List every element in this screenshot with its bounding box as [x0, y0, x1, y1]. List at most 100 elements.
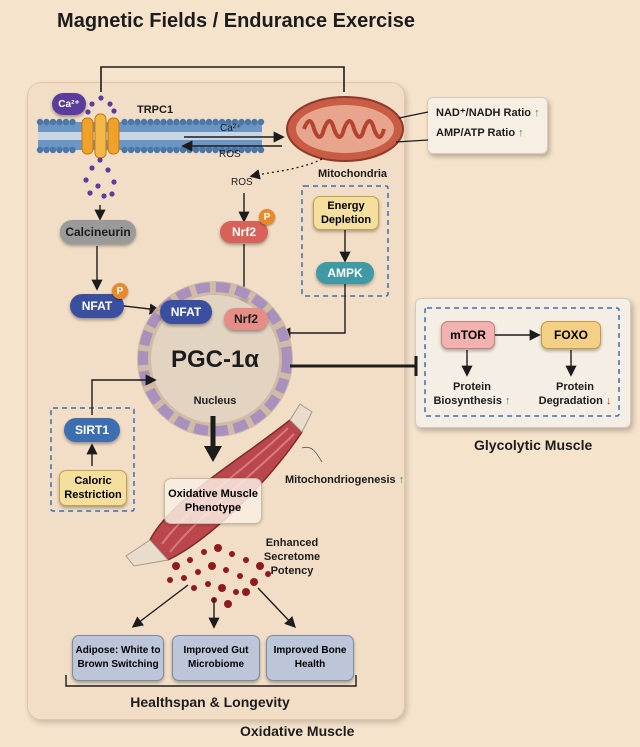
- membrane-head: [127, 146, 135, 154]
- membrane-head: [238, 118, 245, 126]
- membrane-head: [257, 118, 265, 126]
- secretome-dot: [195, 569, 201, 575]
- nfat-phospho-badge: P: [112, 283, 128, 299]
- nrf2-pill: Nrf2: [220, 221, 268, 243]
- calcium-dot: [87, 190, 93, 196]
- secretome-dot: [181, 575, 187, 581]
- membrane-head: [121, 146, 128, 154]
- calcium-dot: [97, 157, 103, 163]
- membrane-head: [218, 118, 226, 126]
- amp-up-arrow-icon: ↑: [518, 127, 524, 139]
- mtor-box: mTOR: [441, 321, 495, 349]
- nad-ratio-text: NAD⁺/NADH Ratio: [436, 107, 532, 119]
- membrane-head: [212, 118, 219, 126]
- membrane-head: [43, 146, 50, 154]
- secretome-dot: [243, 557, 249, 563]
- nad-ratio: NAD⁺/NADH Ratio ↑: [436, 106, 540, 119]
- secretome-dot: [187, 557, 193, 563]
- membrane-head: [225, 118, 232, 126]
- membrane-head: [179, 146, 187, 154]
- secretome-dot: [242, 588, 250, 596]
- calcium-dot: [95, 183, 101, 189]
- membrane-head: [186, 118, 193, 126]
- membrane-head: [199, 146, 206, 154]
- calcium-dot: [105, 167, 111, 173]
- diagram-title: Magnetic Fields / Endurance Exercise: [57, 10, 415, 32]
- membrane-head: [192, 146, 200, 154]
- energy-depletion-box: Energy Depletion: [313, 196, 379, 230]
- membrane-head: [153, 118, 161, 126]
- calcium-dot: [89, 101, 95, 107]
- membrane-head: [238, 146, 245, 154]
- protein-biosynthesis: Protein Biosynthesis ↑: [426, 380, 518, 408]
- ca-signal-label: Ca²⁺: [220, 123, 242, 134]
- membrane-head: [62, 118, 70, 126]
- membrane-head: [257, 146, 265, 154]
- membrane-head: [179, 118, 187, 126]
- title-bracket: [100, 66, 345, 92]
- membrane-head: [166, 146, 174, 154]
- footer-label: Oxidative Muscle: [240, 723, 355, 739]
- secretome-dot: [214, 544, 222, 552]
- calcineurin-pill: Calcineurin: [60, 220, 136, 244]
- calcium-ion-badge: Ca²⁺: [52, 93, 86, 115]
- membrane-head: [127, 118, 135, 126]
- calcium-dot: [111, 179, 117, 185]
- secretome-label: Enhanced Secretome Potency: [263, 537, 321, 577]
- degradation-down-arrow-icon: ↓: [605, 395, 612, 407]
- foxo-box: FOXO: [541, 321, 601, 349]
- membrane-head: [244, 146, 252, 154]
- sirt1-pill: SIRT1: [64, 418, 120, 442]
- outcome-adipose: Adipose: White to Brown Switching: [72, 635, 164, 681]
- cell-membrane: [38, 122, 262, 150]
- membrane-head: [140, 118, 148, 126]
- membrane-head: [69, 146, 76, 154]
- trpc1-label: TRPC1: [137, 104, 174, 116]
- ros-mito-label: ROS: [231, 177, 253, 188]
- membrane-head: [147, 146, 154, 154]
- calcium-dot: [85, 109, 91, 115]
- secretome-dot: [208, 562, 216, 570]
- healthspan-label: Healthspan & Longevity: [130, 694, 290, 710]
- membrane-head: [36, 118, 44, 126]
- outcome-gut: Improved Gut Microbiome: [172, 635, 260, 681]
- membrane-head: [251, 146, 258, 154]
- nad-up-arrow-icon: ↑: [534, 107, 540, 119]
- secretome-dot: [250, 578, 258, 586]
- secretome-dot: [172, 562, 180, 570]
- nrf2-nucleus-pill: Nrf2: [224, 308, 268, 330]
- membrane-head: [231, 146, 239, 154]
- trpc1-channel: [81, 113, 120, 159]
- membrane-head: [212, 146, 219, 154]
- nucleus-label: Nucleus: [193, 395, 237, 407]
- nfat-nucleus-pill: NFAT: [160, 300, 212, 324]
- mitochondriogenesis-up-arrow-icon: ↑: [398, 474, 405, 486]
- secretome-dot: [233, 589, 239, 595]
- membrane-head: [218, 146, 226, 154]
- secretome-dot: [237, 573, 243, 579]
- protein-degradation-text: Protein Degradation: [538, 381, 603, 407]
- membrane-head: [56, 118, 63, 126]
- mitochondriogenesis: Mitochondriogenesis ↑: [285, 474, 404, 486]
- healthspan-bracket: [65, 675, 357, 687]
- membrane-head: [140, 146, 148, 154]
- biosynthesis-up-arrow-icon: ↑: [505, 395, 511, 407]
- mitochondriogenesis-text: Mitochondriogenesis: [285, 474, 396, 486]
- membrane-head: [173, 146, 180, 154]
- secretome-dot: [256, 562, 264, 570]
- membrane-head: [244, 118, 252, 126]
- amp-ratio-text: AMP/ATP Ratio: [436, 127, 516, 139]
- ros-signal-label: ROS: [219, 149, 241, 160]
- caloric-restriction-box: Caloric Restriction: [59, 470, 127, 506]
- membrane-head: [186, 146, 193, 154]
- nfat-pill: NFAT: [70, 294, 124, 318]
- mitochondrion-shape: [286, 96, 404, 162]
- membrane-head: [166, 118, 174, 126]
- pgc1a-label: PGC-1α: [170, 346, 260, 373]
- membrane-head: [43, 118, 50, 126]
- membrane-head: [62, 146, 70, 154]
- membrane-head: [192, 118, 200, 126]
- calcium-dot: [83, 177, 89, 183]
- membrane-head: [134, 146, 141, 154]
- calcium-dot: [89, 165, 95, 171]
